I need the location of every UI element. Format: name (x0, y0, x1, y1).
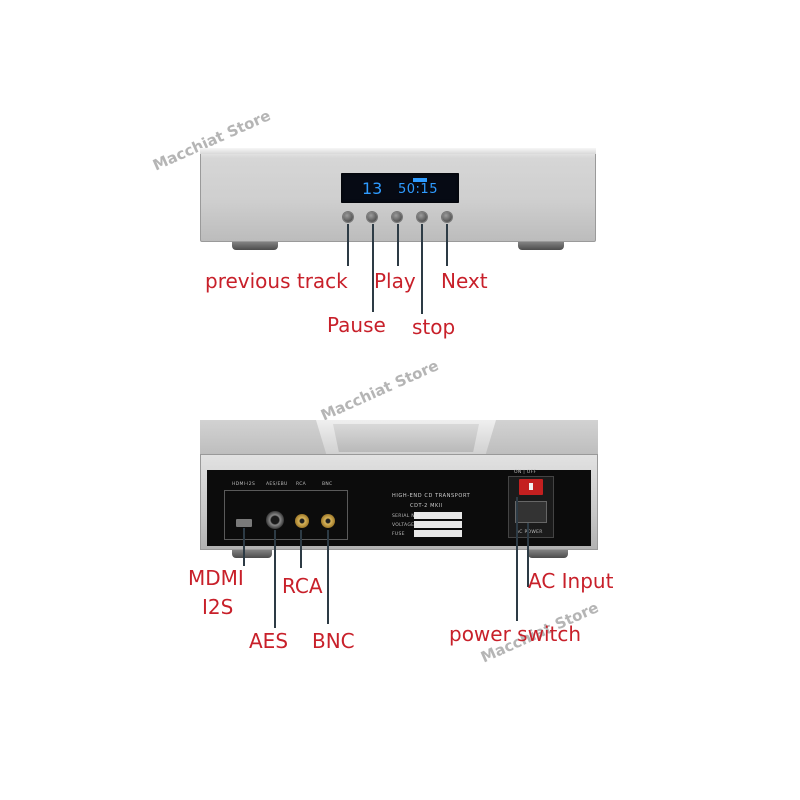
label-stop: stop (412, 315, 456, 339)
ac-input-socket[interactable] (515, 501, 547, 523)
label-next: Next (441, 269, 488, 293)
serial-label: SERIAL NO. (392, 514, 421, 519)
aes-silkscreen: AES/EBU (266, 482, 288, 487)
callout-line (274, 530, 276, 628)
display-indicator (413, 178, 427, 182)
fuse-label: FUSE (392, 532, 405, 537)
hdmi-i2s-port[interactable] (236, 519, 252, 527)
panel-model: CDT-2 MKII (410, 503, 444, 509)
bnc-port[interactable] (321, 514, 335, 528)
callout-line (372, 224, 374, 312)
ac-power-silkscreen: AC POWER (516, 530, 543, 535)
label-rca: RCA (282, 574, 323, 598)
callout-line (421, 224, 423, 314)
callout-line (243, 528, 245, 566)
callout-line (300, 530, 302, 568)
serial-field (414, 512, 462, 519)
on-off-silkscreen: ON | OFF (514, 470, 537, 475)
aes-xlr-port[interactable] (266, 511, 284, 529)
label-play: Play (374, 269, 416, 293)
display-track-number: 13 (362, 179, 383, 198)
callout-line (446, 224, 448, 266)
label-ac-input: AC Input (528, 569, 614, 593)
label-aes: AES (249, 629, 289, 653)
digital-output-group (224, 490, 348, 540)
callout-line (327, 530, 329, 624)
label-i2s: I2S (202, 595, 234, 619)
callout-line (397, 224, 399, 266)
label-previous-track: previous track (205, 269, 348, 293)
voltage-field (414, 521, 462, 528)
label-pause: Pause (327, 313, 386, 337)
label-power-switch: power switch (449, 622, 582, 646)
stop-button[interactable] (417, 212, 427, 222)
hdmi-silkscreen: HDMI-I2S (232, 482, 256, 487)
rear-foot-left (232, 548, 272, 558)
label-bnc: BNC (312, 629, 355, 653)
voltage-label: VOLTAGE (392, 523, 415, 528)
bnc-silkscreen: BNC (322, 482, 333, 487)
callout-line (347, 224, 349, 266)
callout-line (516, 497, 518, 621)
panel-title: HIGH-END CD TRANSPORT (392, 493, 471, 499)
rear-foot-right (528, 548, 568, 558)
next-button[interactable] (442, 212, 452, 222)
previous-track-button[interactable] (343, 212, 353, 222)
disc-lid-inner (333, 424, 479, 452)
play-button[interactable] (392, 212, 402, 222)
watermark: Macchiat Store (318, 356, 442, 425)
front-foot-left (232, 240, 278, 250)
front-top-edge (200, 148, 596, 154)
rca-silkscreen: RCA (296, 482, 307, 487)
power-switch-rocker (529, 483, 533, 490)
vfd-display (341, 173, 459, 203)
display-time: 50:15 (398, 182, 438, 197)
pause-button[interactable] (367, 212, 377, 222)
fuse-field (414, 530, 462, 537)
callout-line (527, 523, 529, 587)
front-foot-right (518, 240, 564, 250)
rca-port[interactable] (295, 514, 309, 528)
label-mdmi: MDMI (188, 566, 244, 590)
